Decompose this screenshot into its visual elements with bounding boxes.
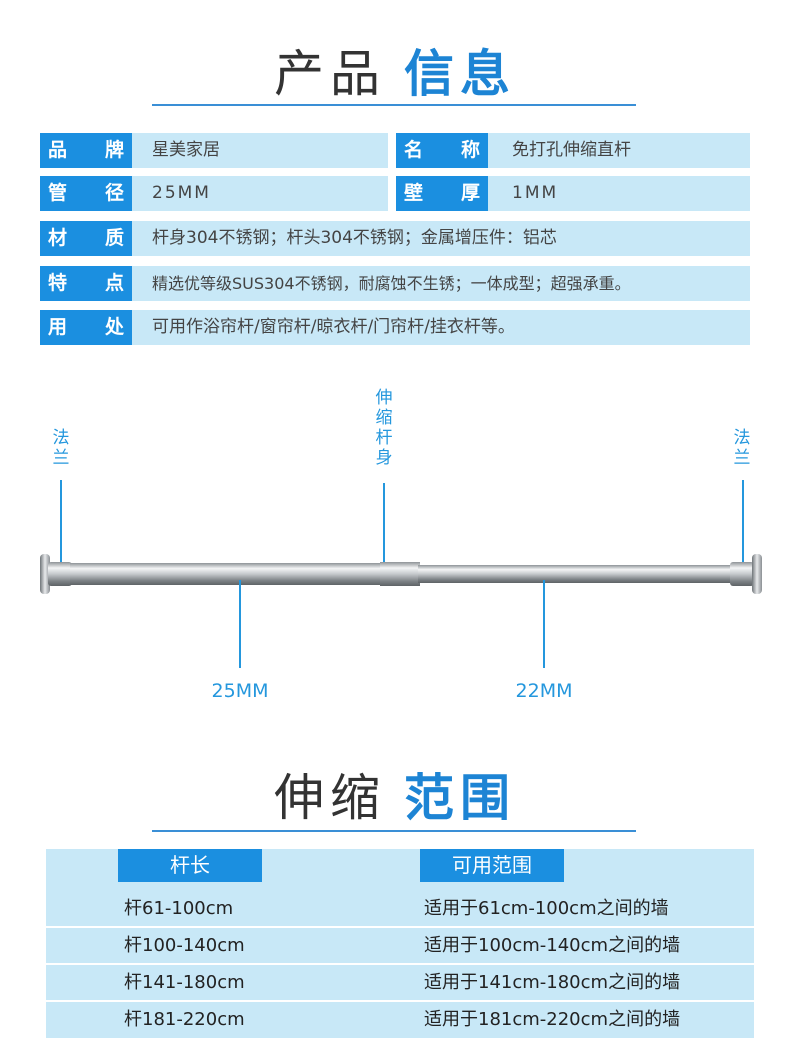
info-label-material: 材质 [40,221,132,256]
info-row-thickness: 壁厚 1MM [396,176,750,211]
right-flange-disc [752,554,762,594]
info-value-usage: 可用作浴帘杆/窗帘杆/晾衣杆/门帘杆/挂衣杆等。 [152,317,515,337]
left-flange-disc [40,554,50,594]
info-value-brand: 星美家居 [152,140,220,160]
product-info-title-blue: 信息 [404,45,516,103]
info-label-char: 厚 [460,182,480,204]
rod-body-pointer-line [383,483,385,573]
info-label-char: 点 [104,272,124,294]
tube-joint [380,562,420,586]
info-label-char: 称 [460,139,480,161]
info-row-name: 名称 免打孔伸缩直杆 [396,133,750,168]
info-value-diameter: 25MM [152,183,211,203]
range-cell-length: 杆61-100cm [124,898,234,919]
info-label-char: 用 [48,316,68,338]
info-label-char: 牌 [104,139,124,161]
range-cell-length: 杆100-140cm [124,935,245,956]
info-label-diameter: 管径 [40,176,132,211]
range-title-dark: 伸缩 [274,769,386,827]
rod-illustration [40,554,762,594]
info-row-features: 特点 精选优等级SUS304不锈钢，耐腐蚀不生锈；一体成型；超强承重。 [40,266,750,301]
info-label-char: 名 [404,139,424,161]
range-header-length: 杆长 [118,849,262,882]
info-label-thickness: 壁厚 [396,176,488,211]
dim-left-pointer-line [239,580,241,668]
dim-right-label: 22MM [515,680,573,702]
table-row: 杆141-180cm 适用于141cm-180cm之间的墙 [46,966,754,999]
table-row: 杆61-100cm 适用于61cm-100cm之间的墙 [46,892,754,925]
range-cell-length: 杆141-180cm [124,972,245,993]
right-flange-label: 法兰 [733,428,751,468]
product-info-underline [152,104,636,106]
product-info-title-dark: 产品 [274,45,386,103]
outer-tube-25mm [70,563,415,585]
table-row: 杆181-220cm 适用于181cm-220cm之间的墙 [46,1003,754,1036]
table-row: 杆100-140cm 适用于100cm-140cm之间的墙 [46,929,754,962]
info-value-material: 杆身304不锈钢；杆头304不锈钢；金属增压件：铝芯 [152,228,557,248]
rod-body-label: 伸缩杆身 [375,388,393,468]
info-row-material: 材质 杆身304不锈钢；杆头304不锈钢；金属增压件：铝芯 [40,221,750,256]
info-label-brand: 品牌 [40,133,132,168]
row-divider [46,926,754,928]
range-cell-range: 适用于181cm-220cm之间的墙 [424,1009,681,1030]
info-label-char: 品 [48,139,68,161]
info-label-char: 径 [104,182,124,204]
right-flange-cap [730,562,754,586]
inner-tube-22mm [418,565,733,583]
info-row-diameter: 管径 25MM [40,176,388,211]
dim-right-pointer-line [543,580,545,668]
left-flange-cap [48,562,72,586]
rod-diagram: 法兰 伸缩杆身 法兰 [0,380,790,710]
info-label-char: 特 [48,272,68,294]
range-title-blue: 范围 [404,769,516,827]
row-divider [46,963,754,965]
range-cell-range: 适用于61cm-100cm之间的墙 [424,898,669,919]
range-table: 杆长 可用范围 杆61-100cm 适用于61cm-100cm之间的墙 杆100… [46,849,754,1038]
info-label-char: 质 [104,227,124,249]
left-flange-label: 法兰 [52,428,70,468]
range-header-range: 可用范围 [420,849,564,882]
product-info-title: 产品信息 [0,44,790,104]
right-flange-pointer-line [742,480,744,573]
info-row-brand: 品牌 星美家居 [40,133,388,168]
range-cell-range: 适用于141cm-180cm之间的墙 [424,972,681,993]
info-label-usage: 用处 [40,310,132,345]
dim-left-label: 25MM [211,680,269,702]
range-cell-range: 适用于100cm-140cm之间的墙 [424,935,681,956]
range-cell-length: 杆181-220cm [124,1009,245,1030]
info-label-char: 材 [48,227,68,249]
left-flange-pointer-line [60,480,62,573]
info-label-char: 壁 [404,182,424,204]
info-row-usage: 用处 可用作浴帘杆/窗帘杆/晾衣杆/门帘杆/挂衣杆等。 [40,310,750,345]
info-label-char: 处 [104,316,124,338]
info-value-features: 精选优等级SUS304不锈钢，耐腐蚀不生锈；一体成型；超强承重。 [152,274,631,293]
info-label-name: 名称 [396,133,488,168]
range-title: 伸缩范围 [0,768,790,828]
info-value-thickness: 1MM [512,183,559,203]
info-value-name: 免打孔伸缩直杆 [512,140,631,160]
info-label-char: 管 [48,182,68,204]
row-divider [46,1000,754,1002]
info-label-features: 特点 [40,266,132,301]
range-underline [152,830,636,832]
